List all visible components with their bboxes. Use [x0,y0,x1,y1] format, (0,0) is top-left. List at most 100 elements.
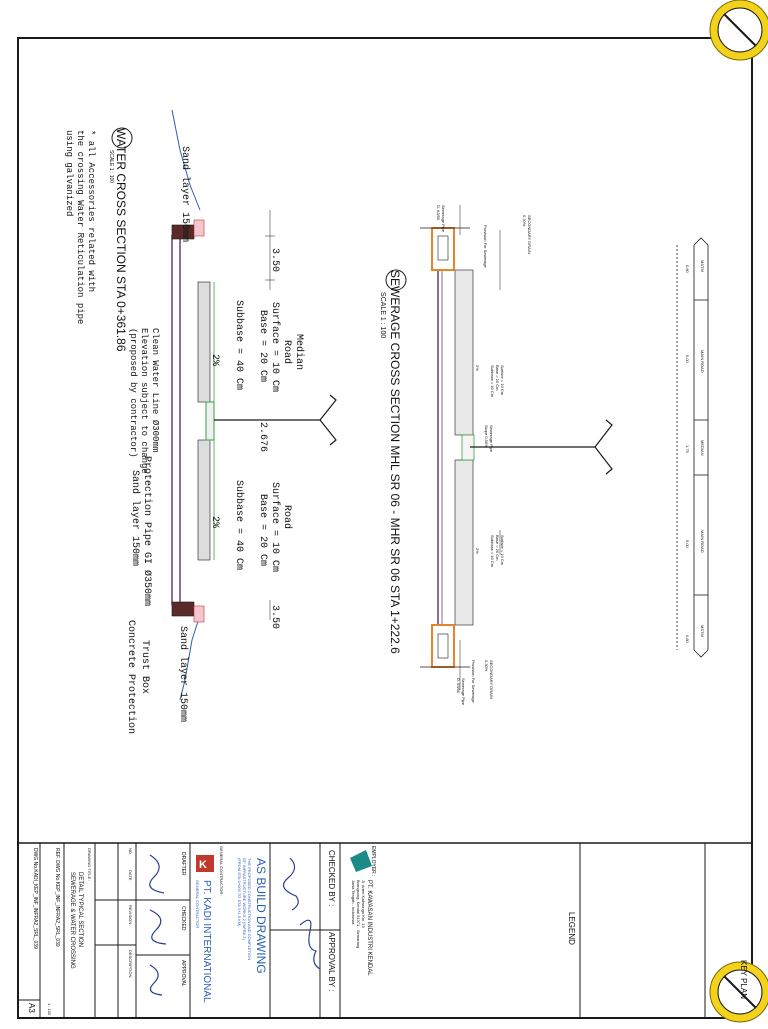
water-median-label: Median [293,334,304,371]
water-trust-box-label: Trust Box [139,640,150,695]
water-ground-line-right [179,614,201,701]
checked-label: CHECKED [180,906,186,931]
project-name: THE PROPOSED CONSTRUCTION AND COMPLETION… [237,858,252,961]
water-accessories-note: * all Accessories related with the cross… [64,130,96,325]
sewerage-crossfall-right: 2% [475,548,480,554]
sewerage-dim-3: 1.75 [685,445,690,453]
water-title: WATER CROSS SECTION STA 0+361.86 [114,128,128,352]
svg-text:K: K [199,859,207,871]
water-trust-box-left [171,219,205,240]
sewerage-leaders [459,205,501,690]
revision-label: REVISION [128,905,133,925]
sewerage-layers-left: Surface = 10 Cm Base = 20 Cm Subbase = 4… [490,365,505,398]
contractor-name: PT. KADI INTERNATIONAL [201,880,212,1003]
water-scale: SCALE 1 : 100 [108,150,114,184]
sewerage-median-pipe: Sewerage Pipe Slope 0.50% [484,425,494,453]
employer-name: PT. KAWASAN INDUSTRI KENDAL [366,880,372,976]
employer-label: EMPLOYER : [370,846,376,877]
water-subbase-right: Subbase = 40 Cm [233,480,244,571]
water-base-left: Base = 20 Cm [257,310,268,383]
sewerage-zone-0: MSTM [700,260,705,272]
sewerage-zone-4: MSTM [700,625,705,637]
water-sand-layer-mid: Sand layer 150mm [129,470,140,567]
legend-label: LEGEND [567,912,576,945]
sheet-scale: 1 : 100 [47,1003,52,1016]
key-plan-label: KEY PLAN [739,960,748,999]
stamp-top-right [709,0,768,61]
approval-by-label: APPROVAL BY : [327,932,336,992]
sewerage-left-label: SECONDARY DRAIN 0.30% [522,215,532,254]
sewerage-cross-section [420,205,709,690]
water-sand-layer-top: Sand layer 150mm [179,146,190,243]
employer-address: Jl. Arteri Kaliwungu Km. 19 Brangsong, K… [351,880,366,949]
water-base-right: Base = 20 Cm [257,494,268,567]
signatures [149,854,321,996]
sewerage-scale: SCALE 1 : 100 [379,292,386,339]
water-street-lamp [214,394,337,446]
sewerage-drain-left [420,227,470,271]
sewerage-dim-5: 5.00 [685,540,690,548]
contractor-logo: K [196,855,214,872]
rev-date-label: DATE [128,870,133,881]
employer-logo [350,850,372,872]
water-section-marker [111,127,133,149]
sewerage-ped-right: Provision For Sewerage [471,660,476,703]
sewerage-left-pipe-label: Sewerage Pipe D. 63/50 [436,205,446,233]
water-center-dim: 2.676 [257,422,268,453]
water-surface-right: Surface = 10 Cm [269,482,280,573]
water-sand-layer-bottom: Sand layer 150mm [177,626,188,723]
water-crossfall-right: 2% [209,516,220,529]
drawing-title-label: DRAWING TITLE : [87,848,92,882]
water-protection-pipe-label: Protection Pipe GI Ø350mm [141,456,152,607]
water-road-label-left: Road [281,340,292,365]
sewerage-dim-0: 0.80 [685,265,690,273]
water-dim-left: 3.50 [269,248,280,273]
sewerage-road-right [454,459,474,626]
water-ground-line-left [171,109,201,211]
sewerage-right-pipe-label: Sewerage Pipe D. 63/50 [456,678,466,706]
contractor-sub: GENERAL CONTRACTOR [195,880,200,929]
water-road-label-right: Road [281,505,292,530]
sewerage-dim-6: 0.80 [685,635,690,643]
description-label: DESCRIPTION [128,950,133,978]
sewerage-zone-2: MEDIAN [700,440,705,456]
drawing-number: DWG No.KADI_KEP_INF_INFRA2_SRL_039 [32,848,38,949]
title-block [18,842,752,1018]
water-dimension-lines [265,210,275,620]
sewerage-title: SEWERAGE CROSS SECTION MHL SR 06 - MHR S… [388,270,402,654]
water-clean-water-label: Clean Water Line Ø300mm Elevation subjec… [128,328,160,474]
sewerage-zone-3: MAIN ROAD [700,530,705,553]
sewerage-ped-left: Provision For Sewerage [483,225,488,268]
stamp-bottom-right [709,961,768,1023]
water-subbase-left: Subbase = 40 Cm [233,300,244,391]
checked-by-label: CHECKED BY : [327,850,336,907]
water-dim-right: 3.50 [269,605,280,630]
water-road-right [197,439,211,561]
sewerage-zone-1: MAIN ROAD [700,350,705,373]
sewerage-drain-right [420,624,470,668]
sewerage-section-marker [385,269,407,291]
water-crossfall-left: 2% [209,354,220,367]
water-median [205,401,215,441]
sheet-size: A3 [27,1003,36,1013]
sewerage-right-label: SECONDARY DRAIN 0.30% [484,660,494,699]
sewerage-crossfall-left: 2% [475,365,480,371]
sewerage-street-lamp [470,419,613,475]
approval-label: APPROVAL [180,960,186,987]
water-trust-box-right [171,601,205,623]
sewerage-zone-band [676,237,709,658]
ref-drawing-number: REF. DWG No.KEP_INF_INFRA2_SRL_039 [54,848,60,947]
drafter-label: DRAFTER [180,852,186,876]
sewerage-road-left [454,269,474,436]
sewerage-dim-1: 5.00 [685,355,690,363]
rev-no-label: NO. [128,848,133,856]
as-build-stamp: AS BUILD DRAWING [254,858,268,974]
drawing-title: DETAIL TYPICAL SECTION SEWERAGE & WATER … [69,872,83,969]
water-cross-section [171,109,337,701]
water-concrete-protection-label: Concrete Protection [125,620,136,735]
general-contractor-label: GENERAL CONTRACTOR : [219,846,224,897]
water-surface-left: Surface = 10 Cm [269,302,280,393]
water-road-left [197,281,211,403]
